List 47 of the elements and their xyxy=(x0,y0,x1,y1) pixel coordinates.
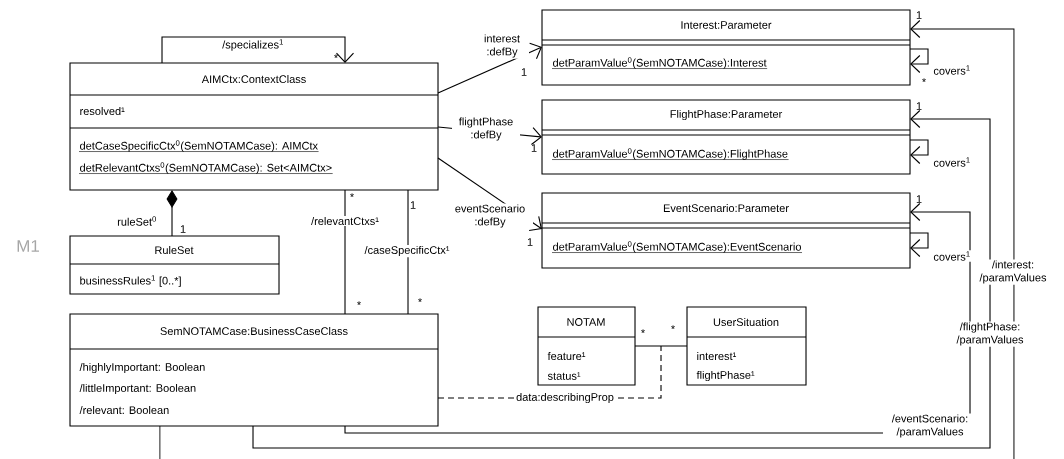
association-arrow xyxy=(909,232,929,258)
multiplicity-label: * xyxy=(350,193,354,198)
edge-label: covers$^{1}$ xyxy=(932,64,972,76)
edge-label: covers$^{1}$ xyxy=(932,156,972,168)
multiplicity-label: 1 xyxy=(916,102,922,110)
association-arrow xyxy=(161,36,355,64)
multiplicity-label: * xyxy=(418,298,422,303)
association-line xyxy=(344,189,346,315)
edge-label: /specializes$^{1}$ xyxy=(221,38,285,52)
level-label: M1 xyxy=(17,240,39,252)
multiplicity-label: 1 xyxy=(410,201,416,209)
edge-label: covers$^{1}$ xyxy=(932,250,972,262)
association-arrow xyxy=(909,48,929,74)
multiplicity-label: 1 xyxy=(531,144,537,152)
edge-label: ruleSet$^{0}$ xyxy=(116,215,158,227)
multiplicity-label: 1 xyxy=(916,11,922,19)
edge-label: /relevantCtxs¹ xyxy=(310,215,380,227)
edge-label: /flightPhase: /paramValues xyxy=(950,321,1030,347)
class-box: SemNOTAMCase:BusinessCaseClass /highlyImportant: Boolean /littleImportant: Boolean /relevant: Boolean xyxy=(69,313,439,427)
class-box: EventScenario:Parameter detParamValue$^{0}$(SemNOTAMCase):EventScenario xyxy=(541,192,911,269)
class-box: RuleSet businessRules$^{1}$ [0..*] xyxy=(69,235,280,295)
association-line xyxy=(407,189,409,315)
edge-label: flightPhase :defBy xyxy=(452,116,520,142)
class-box: AIMCtx:ContextClass resolved¹ detCaseSpecificCtx$^{0}$(SemNOTAMCase): AIMCtx detRelevantCtxs$^{0}$(SemNOTAMCase): Set<AIMCtx> xyxy=(69,62,439,191)
multiplicity-label: 1 xyxy=(521,68,527,76)
multiplicity-label: * xyxy=(922,78,926,83)
edge-label: /eventScenario: /paramValues xyxy=(883,413,977,439)
composition-line xyxy=(166,190,178,237)
association-arrow xyxy=(252,109,991,449)
edge-label: interest :defBy xyxy=(475,33,529,59)
association-arrow xyxy=(910,19,1015,459)
association-line xyxy=(159,425,161,459)
association-line xyxy=(634,345,688,347)
class-box: UserSituation interest¹ flightPhase¹ xyxy=(686,306,807,386)
association-arrow xyxy=(437,42,542,94)
edge-label: data:describingProp xyxy=(515,391,615,405)
class-box: Interest:Parameter detParamValue$^{0}$(SemNOTAMCase):Interest xyxy=(541,9,911,86)
multiplicity-label: 1 xyxy=(180,225,186,233)
edge-label: /interest: /paramValues xyxy=(976,259,1050,285)
edge-label: /caseSpecificCtx¹ xyxy=(363,244,451,258)
edge-label: eventScenario :defBy xyxy=(447,203,533,229)
class-box: NOTAM feature¹ status¹ xyxy=(537,306,636,386)
association-arrow xyxy=(909,139,929,165)
multiplicity-label: * xyxy=(671,325,675,330)
class-box: FlightPhase:Parameter detParamValue$^{0}$(SemNOTAMCase):FlightPhase xyxy=(541,99,911,175)
multiplicity-label: * xyxy=(334,54,338,59)
multiplicity-label: 1 xyxy=(916,195,922,203)
